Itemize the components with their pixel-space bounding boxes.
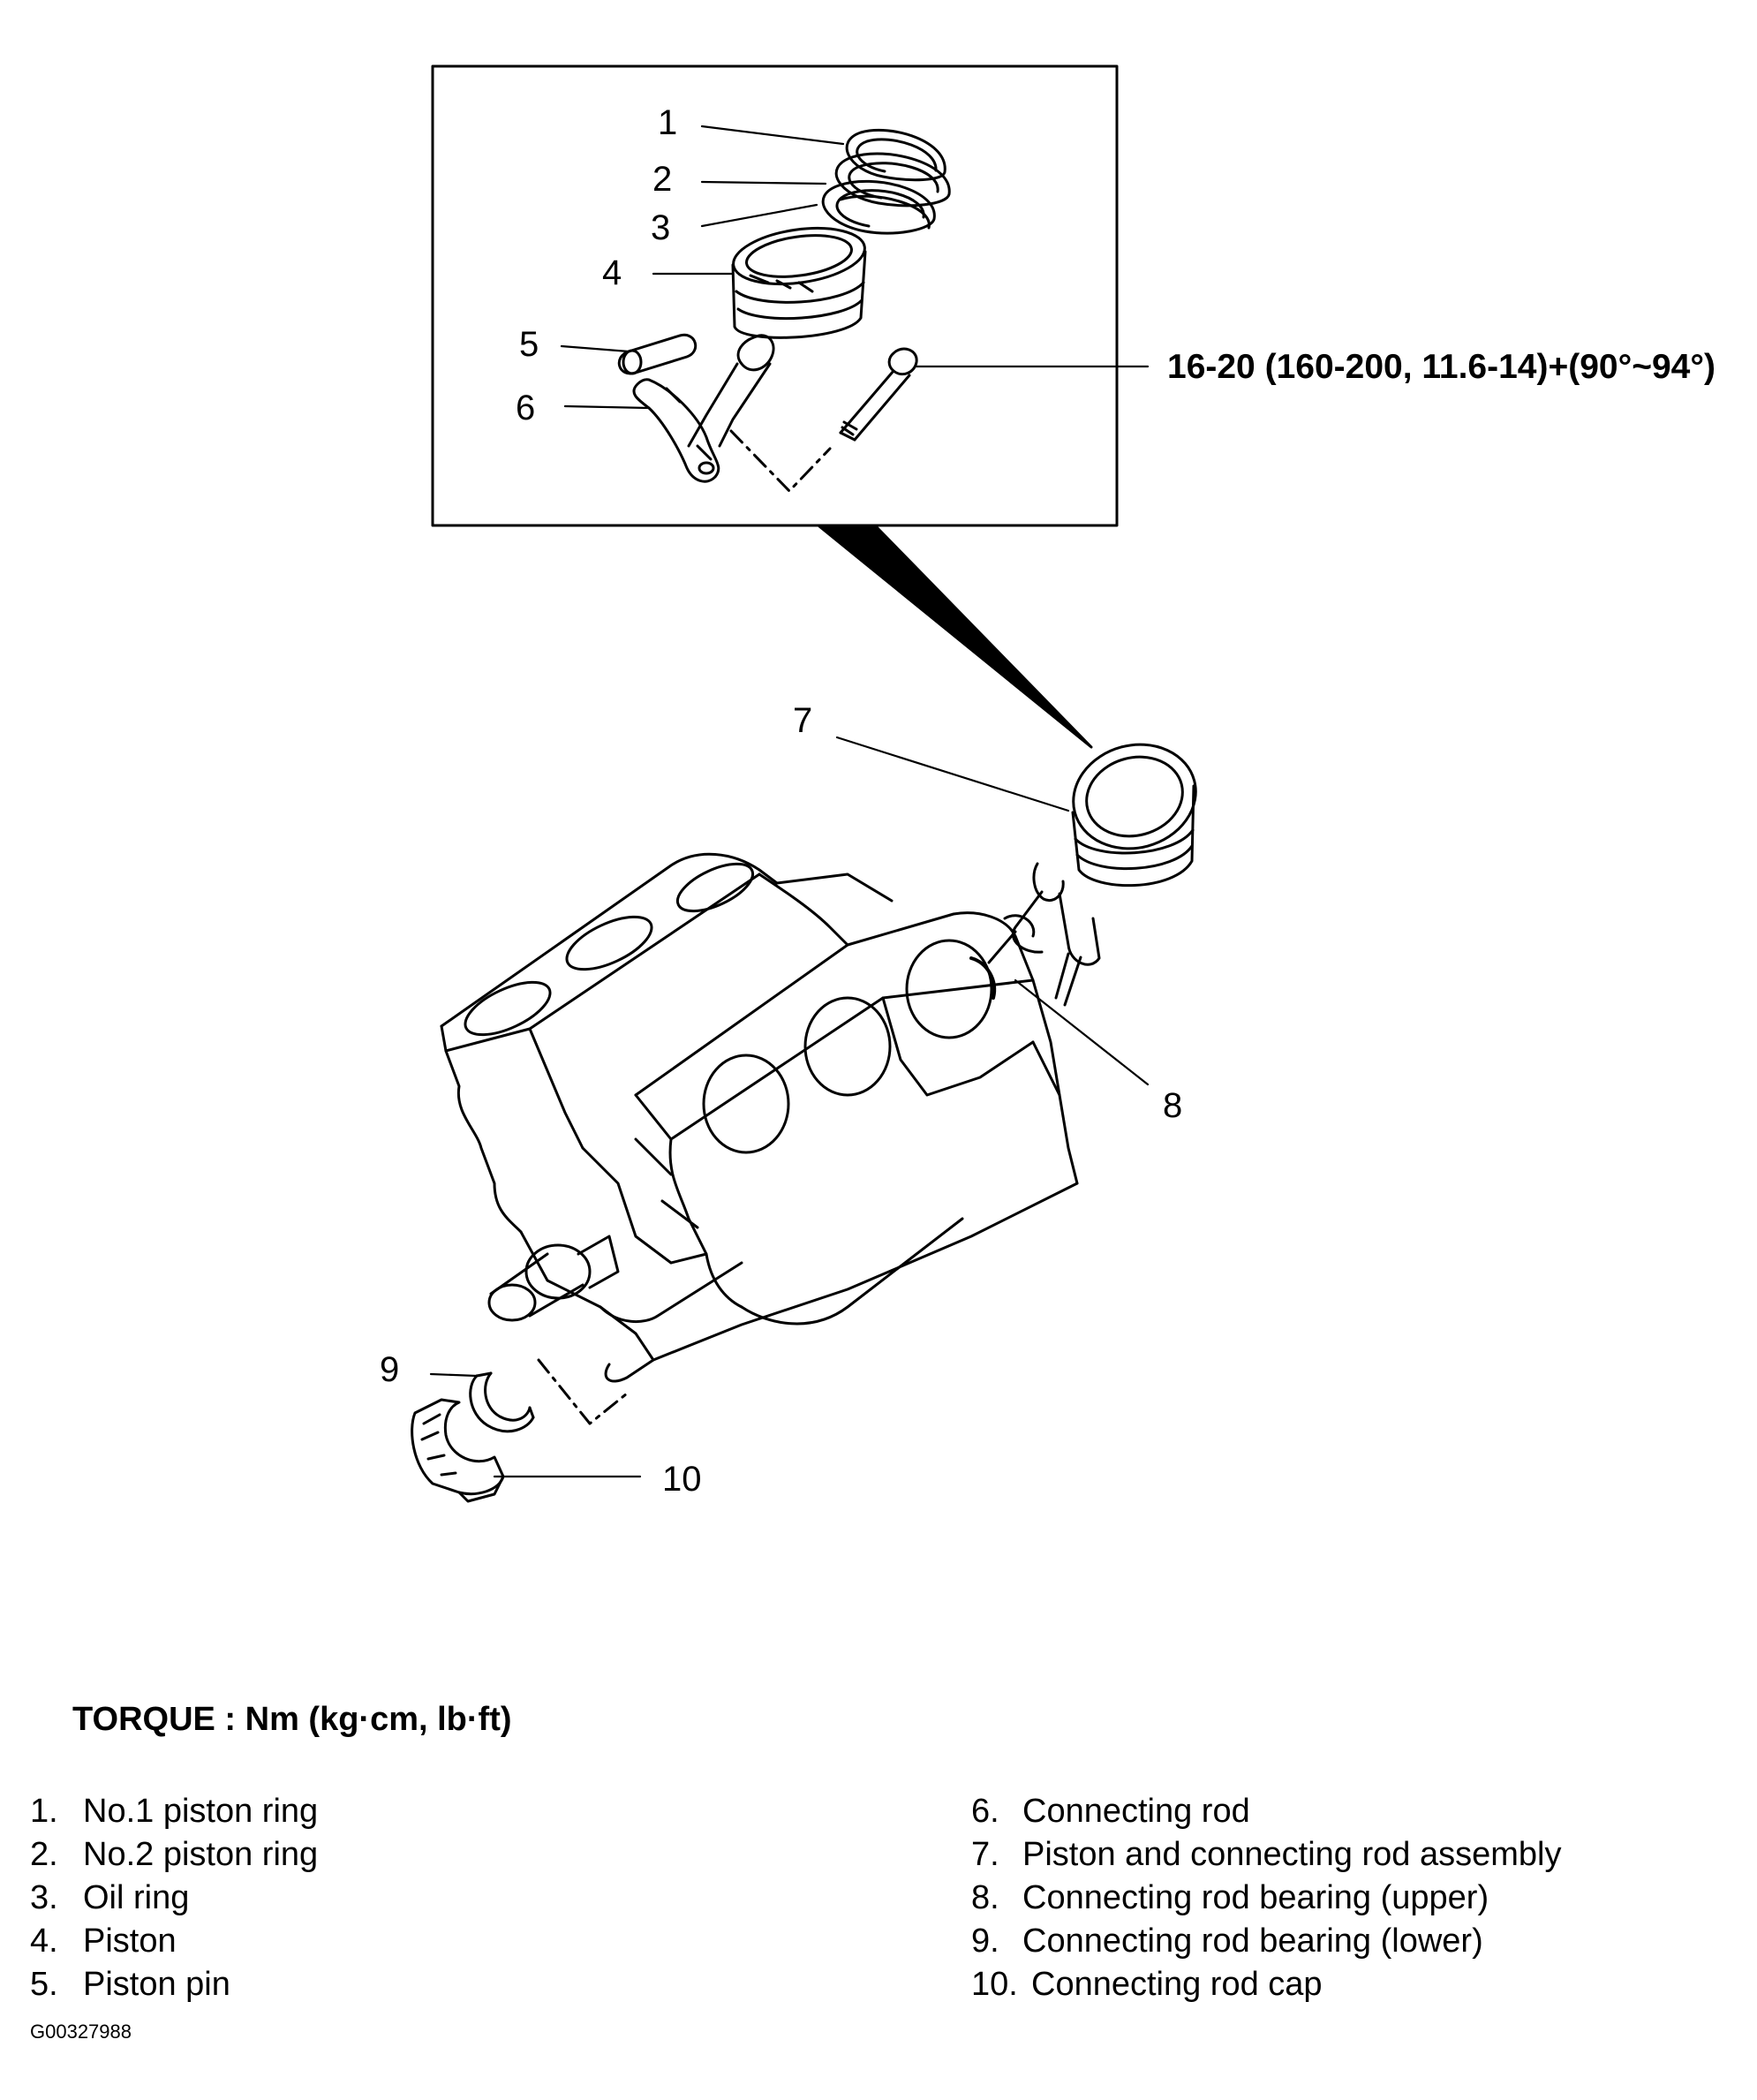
legend-item-number: 7.: [971, 1836, 999, 1873]
legend-item-number: 3.: [30, 1879, 58, 1916]
callout-8: 8: [1163, 1086, 1183, 1125]
legend-left-column: 1. No.1 piston ring 2. No.2 piston ring 3.…: [30, 1790, 318, 2006]
callout-6: 6: [516, 389, 536, 427]
piston-pin-drawing: [617, 333, 698, 375]
legend-item-label: Connecting rod cap: [1031, 1966, 1323, 2003]
cap-assembly-line: [537, 1358, 629, 1425]
piston-assembly-drawing: [987, 743, 1197, 1007]
legend-item: 5. Piston pin: [30, 1963, 318, 2006]
legend-item-label: Oil ring: [83, 1879, 190, 1916]
callout-1: 1: [658, 103, 678, 142]
legend-item: 3. Oil ring: [30, 1877, 318, 1920]
legend-right-column: 6. Connecting rod 7. Piston and connecting…: [971, 1790, 1561, 2006]
legend-item-number: 8.: [971, 1879, 999, 1916]
legend-item: 7. Piston and connecting rod assembly: [971, 1833, 1561, 1877]
legend-item-label: Piston: [83, 1922, 177, 1960]
piston-rings-drawing: [821, 128, 951, 235]
callout-2: 2: [652, 160, 673, 199]
legend-item-number: 2.: [30, 1836, 58, 1873]
legend-item: 2. No.2 piston ring: [30, 1833, 318, 1877]
leader-lines: [429, 125, 1150, 1478]
torque-units-heading: TORQUE : Nm (kg·cm, lb·ft): [72, 1701, 512, 1738]
torque-spec-label: 16-20 (160-200, 11.6-14)+(90°~94°): [1167, 348, 1716, 386]
legend-item-number: 1.: [30, 1793, 58, 1830]
legend-item-label: Connecting rod: [1022, 1793, 1250, 1830]
engine-block-drawing: [440, 852, 1079, 1383]
connecting-rod-drawing: [632, 334, 775, 483]
callout-9: 9: [380, 1350, 400, 1389]
inset-assembly-line: [729, 429, 832, 493]
lower-bearing-drawing: [469, 1371, 535, 1433]
figure-id: G00327988: [30, 2021, 132, 2043]
callout-7: 7: [793, 701, 813, 740]
legend-item-label: Piston pin: [83, 1966, 230, 2003]
callout-4: 4: [602, 253, 622, 292]
exploded-view-drawing: [411, 64, 1197, 1503]
legend-item: 6. Connecting rod: [971, 1790, 1561, 1833]
legend-item: 4. Piston: [30, 1920, 318, 1963]
legend-item-number: 6.: [971, 1793, 999, 1830]
piston-drawing: [731, 227, 867, 339]
legend-item-number: 4.: [30, 1922, 58, 1960]
legend-item-number: 10.: [971, 1966, 1018, 2003]
callout-3: 3: [651, 208, 671, 247]
detail-inset-box: [431, 64, 1119, 527]
legend-item-number: 9.: [971, 1922, 999, 1960]
legend-item-label: No.1 piston ring: [83, 1793, 319, 1830]
legend-item: 8. Connecting rod bearing (upper): [971, 1877, 1561, 1920]
callout-5: 5: [519, 325, 539, 364]
rod-bolt-drawing: [839, 347, 918, 442]
legend-item: 10. Connecting rod cap: [971, 1963, 1561, 2006]
legend-item-label: Piston and connecting rod assembly: [1022, 1836, 1562, 1873]
legend-item: 9. Connecting rod bearing (lower): [971, 1920, 1561, 1963]
rod-cap-drawing: [411, 1398, 505, 1503]
legend-item-number: 5.: [30, 1966, 58, 2003]
legend-item: 1. No.1 piston ring: [30, 1790, 318, 1833]
legend-item-label: Connecting rod bearing (upper): [1022, 1879, 1489, 1916]
legend-item-label: No.2 piston ring: [83, 1836, 319, 1873]
callout-10: 10: [662, 1460, 702, 1499]
legend-item-label: Connecting rod bearing (lower): [1022, 1922, 1483, 1960]
inset-pointer-wedge: [818, 525, 1093, 749]
